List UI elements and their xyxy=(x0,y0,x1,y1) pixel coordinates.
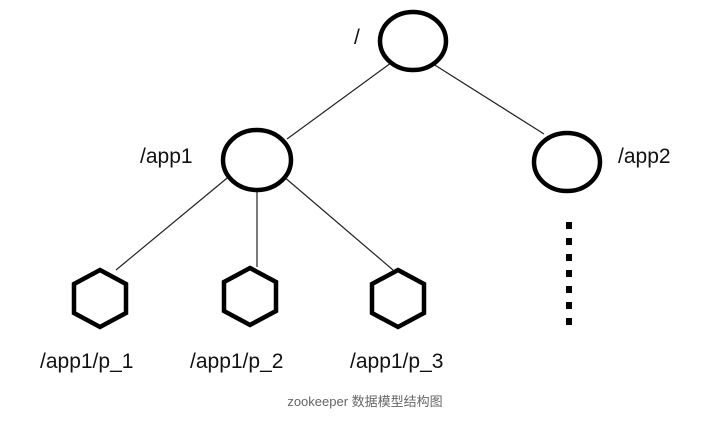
diagram-caption: zookeeper 数据模型结构图 xyxy=(287,394,442,409)
p1-node-label: /app1/p_1 xyxy=(40,350,133,373)
edges xyxy=(115,59,545,271)
continuation-dot xyxy=(566,318,572,325)
p3-node-label: /app1/p_3 xyxy=(350,350,443,373)
app2-node-label: /app2 xyxy=(618,145,671,168)
app1-node-circle xyxy=(220,127,294,193)
node-p1: /app1/p_1 xyxy=(40,267,133,373)
node-app2: /app2 xyxy=(531,130,671,194)
p1-node-hexagon xyxy=(71,267,129,330)
continuation-dot xyxy=(566,286,572,293)
continuation-dot xyxy=(566,222,572,229)
node-p2: /app1/p_2 xyxy=(190,265,283,373)
p3-node-hexagon xyxy=(369,267,427,330)
continuation-dot xyxy=(566,302,572,309)
continuation-dot xyxy=(566,270,572,277)
app1-node-label: /app1 xyxy=(140,145,193,168)
p2-node-label: /app1/p_2 xyxy=(190,350,283,373)
edge-app1-p1 xyxy=(115,173,233,271)
continuation-dot xyxy=(566,238,572,245)
root-node-label: / xyxy=(354,26,360,49)
edge-root-app1 xyxy=(286,59,396,140)
node-app1: /app1 xyxy=(140,127,294,193)
edge-app1-p3 xyxy=(282,175,394,271)
app2-node-circle xyxy=(531,130,603,194)
node-p3: /app1/p_3 xyxy=(350,267,443,373)
node-root: / xyxy=(354,9,449,73)
p2-node-hexagon xyxy=(221,265,279,328)
continuation-dot xyxy=(566,254,572,261)
app2-continuation-dots xyxy=(566,222,572,325)
edge-root-app2 xyxy=(429,61,545,135)
root-node-circle xyxy=(377,9,449,73)
